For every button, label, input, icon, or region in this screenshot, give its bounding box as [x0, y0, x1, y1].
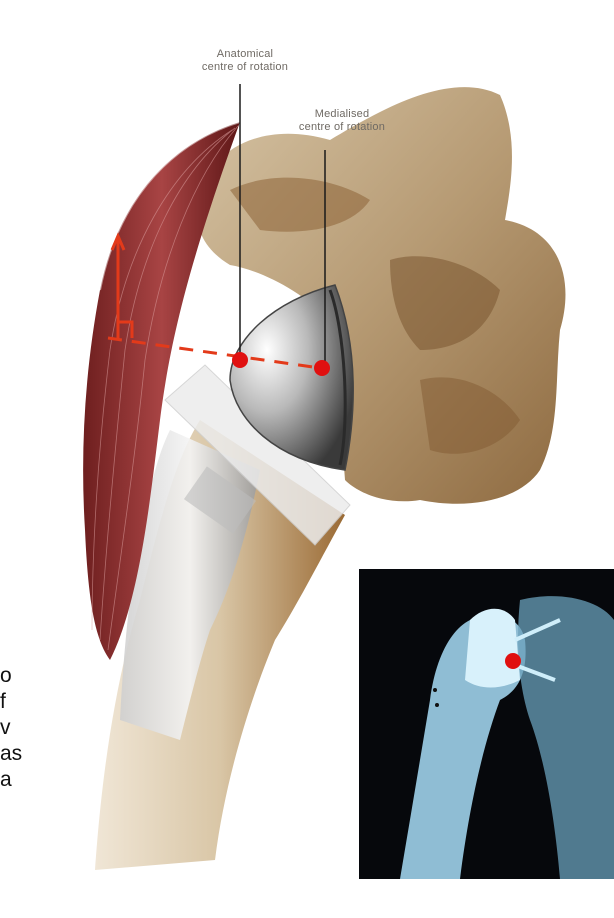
- medialised-label-line1: Medialised: [262, 108, 422, 121]
- cut-text-fragment-5: a: [0, 768, 12, 792]
- cut-text-fragment-4: as: [0, 742, 22, 766]
- anatomical-centre-marker: [232, 352, 248, 368]
- cut-text-fragment-1: o: [0, 664, 12, 688]
- anatomical-centre-label: Anatomical centre of rotation: [170, 48, 320, 74]
- xray-centre-marker: [505, 653, 521, 669]
- cut-text-fragment-2: f: [0, 690, 6, 714]
- medialised-centre-label: Medialised centre of rotation: [262, 108, 422, 134]
- xray-inset: [359, 569, 614, 879]
- medialised-centre-marker: [314, 360, 330, 376]
- anatomical-label-line2: centre of rotation: [170, 61, 320, 74]
- medialised-label-line2: centre of rotation: [262, 121, 422, 134]
- anatomical-label-line1: Anatomical: [170, 48, 320, 61]
- cut-text-fragment-3: v: [0, 716, 11, 740]
